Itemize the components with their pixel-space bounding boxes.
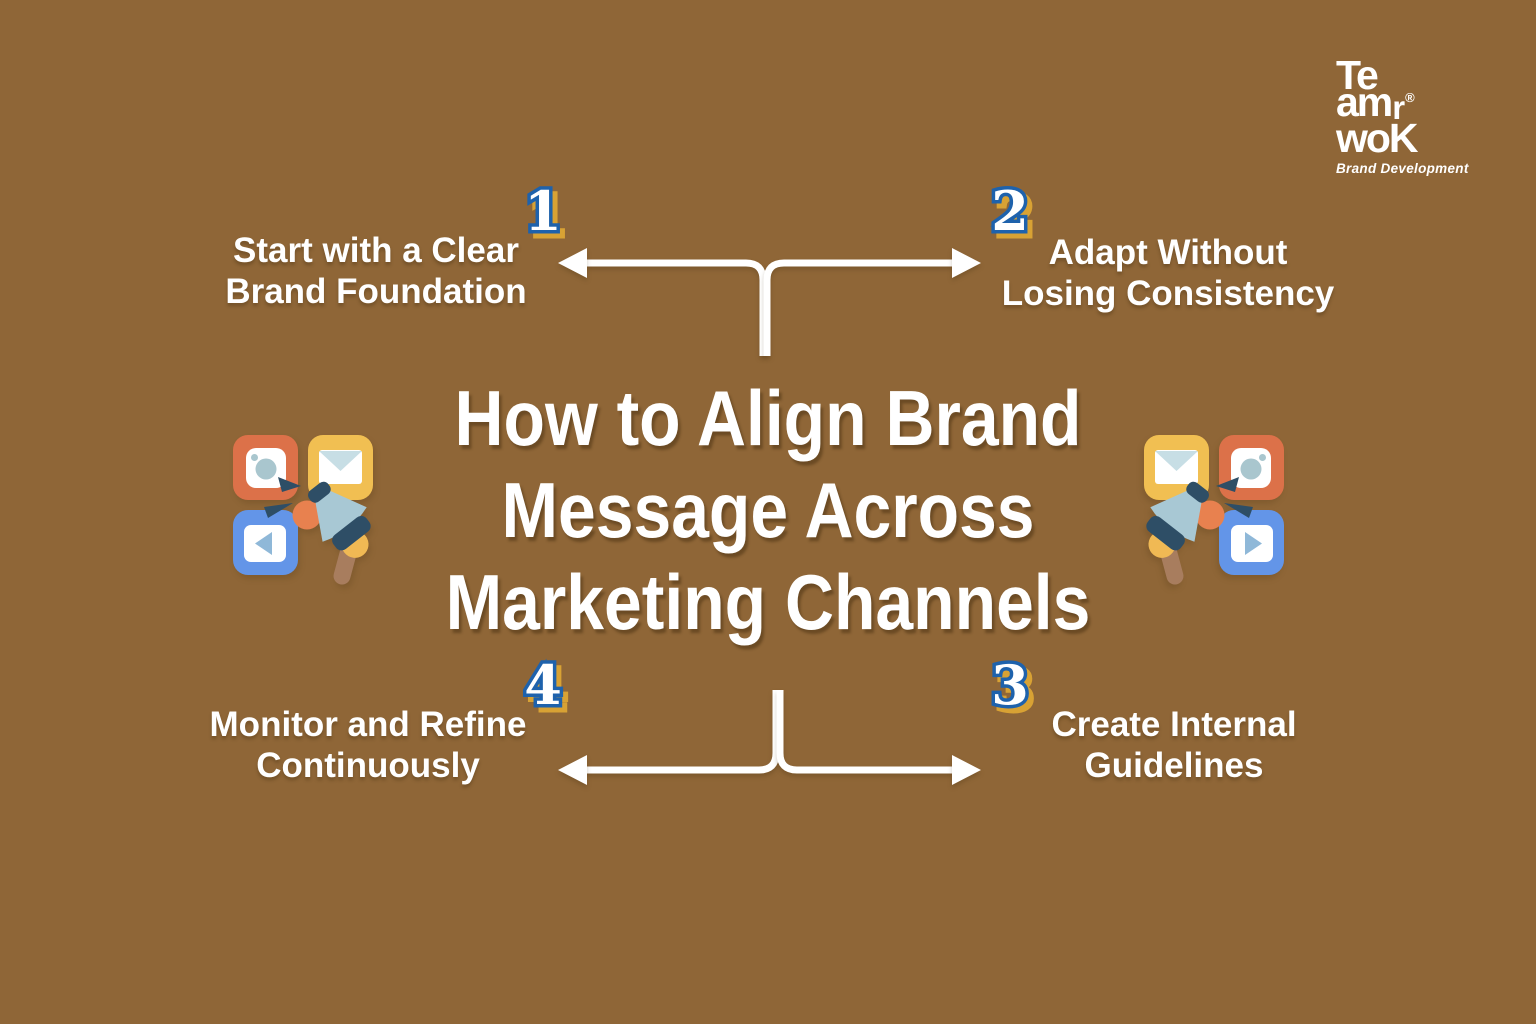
step-2-number-fill: 2 xyxy=(991,179,1029,243)
sound-lines-icon xyxy=(1216,477,1253,518)
logo-line-2: amr® xyxy=(1336,82,1466,126)
sound-lines-icon xyxy=(264,477,301,518)
logo-line-1: Te xyxy=(1336,52,1379,98)
title-line-1: How to Align Brand xyxy=(454,374,1082,462)
arrowhead-right-icon xyxy=(952,248,981,278)
video-player-icon xyxy=(233,510,298,575)
social-channels-megaphone-illustration-right xyxy=(1116,431,1286,606)
step-2-line-1: Adapt Without xyxy=(1048,233,1288,272)
logo-line-2-text: am xyxy=(1336,79,1393,125)
step-4-label: Monitor and Refine Continuously xyxy=(188,704,548,786)
logo-line-3: woK xyxy=(1336,115,1419,161)
title-line-3: Marketing Channels xyxy=(445,558,1091,646)
step-1-number-fill: 1 xyxy=(524,179,562,243)
step-4-number-fill: 4 xyxy=(524,653,562,717)
step-3-label: Create Internal Guidelines xyxy=(994,704,1354,786)
megaphone-icon xyxy=(1146,477,1253,585)
logo-line-2-suffix: r xyxy=(1392,89,1405,126)
instagram-icon xyxy=(233,435,298,500)
step-2-number-shadow: 2 xyxy=(993,184,1038,249)
instagram-icon xyxy=(1219,435,1284,500)
registered-trademark-icon: ® xyxy=(1405,90,1415,105)
step-3-line-2: Guidelines xyxy=(1084,746,1264,785)
step-3-number: 3 3 3 xyxy=(970,653,1050,723)
step-1-number-outline: 1 xyxy=(521,179,566,244)
email-icon xyxy=(1144,435,1209,500)
teamwork-logo: Te amr® woK Brand Development xyxy=(1336,52,1469,177)
title-line-2: Message Across xyxy=(501,466,1035,554)
step-1-number-shadow: 1 xyxy=(526,184,571,249)
step-1-line-1: Start with a Clear xyxy=(233,231,519,270)
logo-tagline: Brand Development xyxy=(1336,161,1469,176)
arrowhead-right-icon xyxy=(952,755,981,785)
step-3-line-1: Create Internal xyxy=(1051,705,1297,744)
top-connector-arrow xyxy=(558,248,981,356)
social-channels-megaphone-illustration-left xyxy=(231,431,401,606)
arrowhead-left-icon xyxy=(558,248,587,278)
step-1-line-2: Brand Foundation xyxy=(225,272,527,311)
arrowhead-left-icon xyxy=(558,755,587,785)
video-player-icon xyxy=(1219,510,1284,575)
step-3-number-outline: 3 xyxy=(988,653,1033,718)
step-3-number-fill: 3 xyxy=(991,653,1029,717)
step-2-label: Adapt Without Losing Consistency xyxy=(988,232,1348,314)
bottom-connector-arrow xyxy=(558,690,981,785)
step-4-number: 4 4 4 xyxy=(503,653,583,723)
step-2-number-outline: 2 xyxy=(988,179,1033,244)
step-4-line-1: Monitor and Refine xyxy=(209,705,527,744)
step-2-line-2: Losing Consistency xyxy=(1001,274,1335,313)
page-title: How to Align Brand Message Across Market… xyxy=(100,372,1436,648)
step-2-number: 2 2 2 xyxy=(970,179,1050,249)
step-4-number-outline: 4 xyxy=(521,653,566,718)
megaphone-icon xyxy=(264,477,371,585)
step-1-number: 1 1 1 xyxy=(503,179,583,249)
step-4-line-2: Continuously xyxy=(256,746,480,785)
step-4-number-shadow: 4 xyxy=(526,658,571,723)
step-1-label: Start with a Clear Brand Foundation xyxy=(196,230,556,312)
step-3-number-shadow: 3 xyxy=(993,658,1038,723)
